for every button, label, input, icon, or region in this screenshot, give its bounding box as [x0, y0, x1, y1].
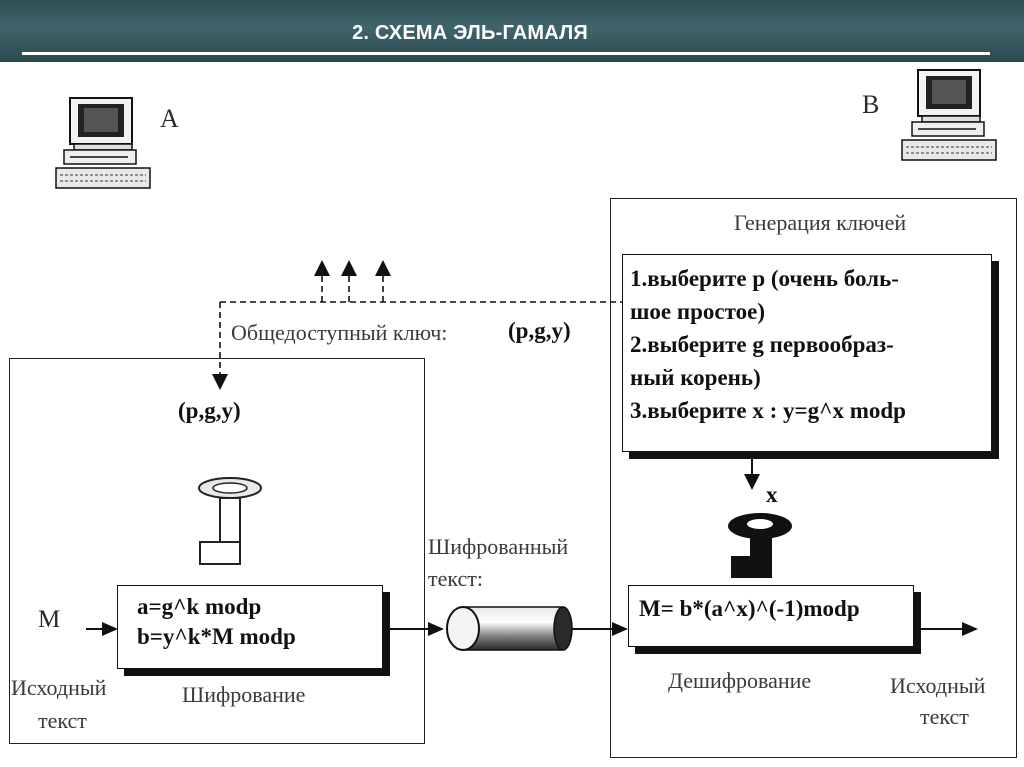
key-step: шое простое) [630, 299, 765, 324]
decryption-box [628, 585, 914, 647]
title-underline [22, 52, 990, 55]
computer-a-icon [55, 97, 151, 189]
public-key-dashed-line [219, 274, 622, 376]
down-arrow-icon [744, 474, 760, 490]
source-text-label: Исходный [11, 675, 107, 700]
ciphertext-label: Шифрованный [428, 534, 569, 559]
party-b-label: B [862, 90, 880, 119]
message-label: M [38, 606, 61, 633]
public-key-value: (p,g,y) [508, 318, 571, 343]
right-arrow-icon [428, 622, 444, 636]
private-key-icon [728, 513, 792, 578]
decryption-formula: M= b*(a^x)^(-1)modp [639, 596, 860, 621]
up-arrow-icon [314, 260, 391, 276]
private-key-label: x [766, 482, 778, 507]
right-arrow-icon [962, 622, 978, 636]
key-step: ный корень) [630, 365, 761, 390]
party-a-label: A [160, 104, 179, 133]
encryption-box [117, 585, 383, 669]
right-arrow-icon [102, 622, 118, 636]
decryption-caption: Дешифрование [668, 668, 812, 693]
key-generation-box [622, 254, 992, 452]
right-arrow-icon [612, 622, 628, 636]
key-step: 3.выберите x : y=g^x modp [630, 398, 906, 423]
ciphertext-channel-icon [446, 606, 573, 651]
received-public-key: (p,g,y) [178, 398, 241, 423]
down-arrow-icon [212, 374, 228, 390]
ciphertext-label-2: текст: [428, 566, 484, 591]
source-text-label-2: текст [38, 708, 87, 733]
key-step: 1.выберите p (очень боль- [630, 266, 899, 291]
key-generation-steps: 1.выберите p (очень боль- шое простое) 2… [630, 262, 990, 427]
computer-b-icon [901, 69, 997, 161]
key-step: 2.выберите g первообраз- [630, 332, 894, 357]
page-title: 2. СХЕМА ЭЛЬ-ГАМАЛЯ [352, 22, 588, 44]
encryption-formula-b: b=y^k*M modp [137, 624, 296, 649]
public-key-icon [198, 477, 262, 565]
encryption-caption: Шифрование [182, 682, 306, 707]
public-key-label: Общедоступный ключ: [231, 320, 448, 345]
output-text-label: Исходный [890, 673, 986, 698]
output-text-label-2: текст [920, 704, 969, 729]
title-bar: 2. СХЕМА ЭЛЬ-ГАМАЛЯ [0, 0, 1024, 62]
key-generation-title: Генерация ключей [734, 210, 907, 235]
encryption-formula-a: a=g^k modp [137, 594, 262, 619]
